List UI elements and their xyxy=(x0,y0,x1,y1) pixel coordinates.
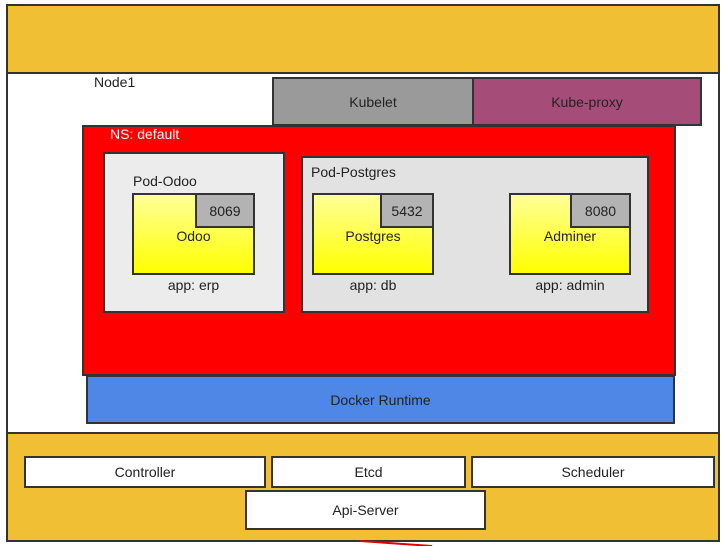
odoo-port: 8069 xyxy=(195,193,255,228)
odoo-app-label: app: erp xyxy=(167,277,220,293)
pod-postgres-label: Pod-Postgres xyxy=(311,164,396,180)
scheduler-box: Scheduler xyxy=(471,456,715,488)
docker-runtime-box: Docker Runtime xyxy=(86,375,675,424)
pod-odoo-label: Pod-Odoo xyxy=(133,173,197,189)
postgres-port: 5432 xyxy=(380,193,434,228)
postgres-app-label: app: db xyxy=(349,277,397,293)
namespace-label: NS: default xyxy=(110,126,180,142)
node-label: Node1 xyxy=(94,74,136,90)
etcd-box: Etcd xyxy=(271,456,466,488)
adminer-container-name: Adminer xyxy=(543,228,597,244)
adminer-port: 8080 xyxy=(570,193,631,228)
odoo-container-name: Odoo xyxy=(176,228,211,244)
controller-box: Controller xyxy=(24,456,266,488)
adminer-app-label: app: admin xyxy=(535,277,605,293)
kubelet-box: Kubelet xyxy=(272,77,474,126)
red-connector-line xyxy=(360,540,432,546)
postgres-container-name: Postgres xyxy=(345,228,401,244)
top-band xyxy=(6,4,720,74)
kube-proxy-box: Kube-proxy xyxy=(472,77,702,126)
api-server-box: Api-Server xyxy=(245,490,486,530)
